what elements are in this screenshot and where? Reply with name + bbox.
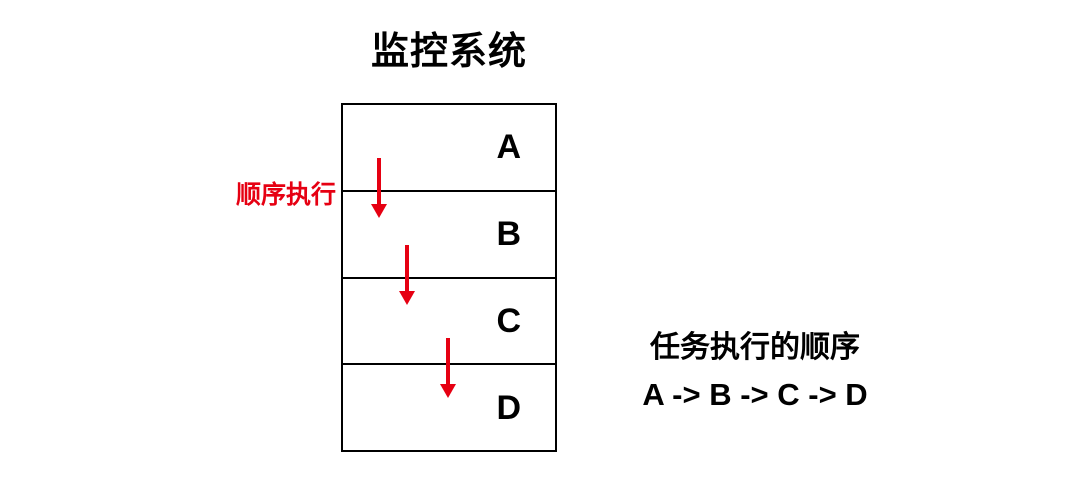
arrow-head-icon (371, 204, 387, 218)
diagram-title: 监控系统 (370, 31, 527, 73)
task-label-c: C (496, 301, 521, 340)
caption-title: 任务执行的顺序 (650, 331, 860, 364)
arrow-head-icon (440, 384, 456, 398)
task-row-a: A (343, 105, 555, 192)
task-label-b: B (496, 215, 521, 254)
arrow-shaft (377, 158, 381, 204)
task-row-b: B (343, 192, 555, 279)
task-label-d: D (496, 388, 521, 427)
sequential-execution-label: 顺序执行 (235, 181, 336, 209)
task-box: A B C D (341, 103, 557, 452)
caption: 任务执行的顺序 A -> B -> C -> D (615, 324, 895, 418)
arrow-shaft (405, 245, 409, 291)
flow-arrow-b-to-c-icon (398, 245, 416, 305)
flow-arrow-c-to-d-icon (439, 338, 457, 398)
flow-arrow-a-to-b-icon (370, 158, 388, 218)
arrow-shaft (446, 338, 450, 384)
task-label-a: A (496, 128, 521, 167)
caption-sequence: A -> B -> C -> D (642, 377, 868, 412)
task-row-d: D (343, 365, 555, 450)
arrow-head-icon (399, 291, 415, 305)
